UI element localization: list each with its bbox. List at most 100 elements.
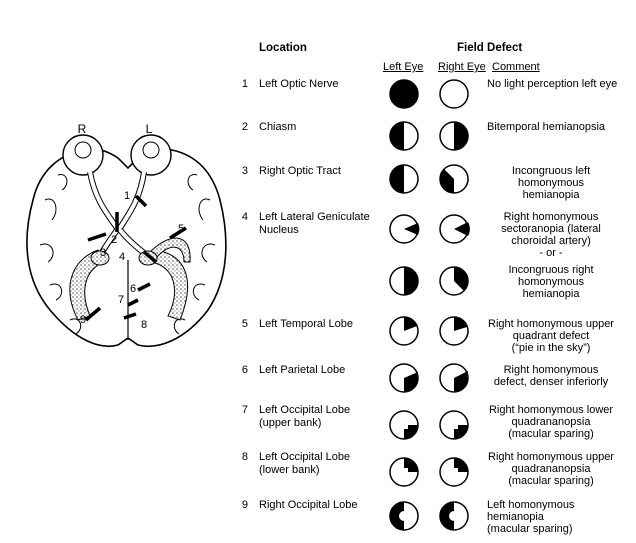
right-eye-field-5 [454, 317, 467, 331]
marker-9: 9 [80, 314, 86, 326]
comment-text: homonymous [517, 177, 585, 189]
comment-text: Left homonymous [487, 499, 575, 511]
comment-text: Right homonymous upper [488, 318, 614, 330]
marker-2: 2 [111, 234, 117, 246]
left-eye-field-3 [390, 165, 404, 193]
comment-text: Right homonymous lower [488, 404, 614, 416]
right-eye-field-8 [454, 458, 468, 472]
left-eye-field-1 [389, 79, 419, 109]
location-label: Left Parietal Lobe [259, 364, 346, 376]
marker-4: 4 [119, 251, 125, 263]
right-eye-field-4b [454, 266, 469, 291]
comment-text: (macular sparing) [487, 523, 573, 535]
location-label: Left Temporal Lobe [259, 318, 353, 330]
comment-text: hemianopia [522, 288, 580, 300]
right-eye-field-4 [454, 222, 470, 236]
comment-text: Bitemporal hemianopsia [487, 121, 606, 133]
field-row-9 [389, 501, 469, 531]
comment-text: choroidal artery) [511, 235, 591, 247]
left-eye-header: Left Eye [383, 61, 424, 73]
location-label: Right Occipital Lobe [259, 499, 358, 511]
field-row-4 [389, 214, 470, 244]
optic-radiation-left [151, 249, 188, 321]
comment-text: hemianopia [487, 511, 544, 523]
comment-text: (“pie in the sky”) [511, 342, 591, 354]
row-number: 4 [241, 211, 248, 223]
comment-text: Incongruous right [508, 264, 594, 276]
row-number: 8 [241, 451, 248, 463]
right-eye-field-9 [440, 502, 454, 530]
comment-text: hemianopia [522, 189, 580, 201]
left-eye-field-8 [404, 458, 418, 472]
comment-text: homonymous [517, 276, 585, 288]
field-row-7 [389, 410, 469, 440]
left-eye-field-4b [404, 267, 418, 295]
marker-1: 1 [124, 190, 130, 202]
comment-text: quadrant defect [512, 330, 590, 342]
left-eye-field-6 [404, 372, 418, 392]
comment-text: No light perception left eye [487, 78, 618, 90]
row-number: 7 [241, 404, 248, 416]
comment-text: quadrananopsia [511, 416, 591, 428]
comment-header: Comment [492, 61, 540, 73]
left-eye-field-5 [404, 317, 417, 331]
location-label: Left Optic Nerve [259, 78, 339, 90]
optic-radiation-right [69, 249, 105, 321]
field-row-2 [389, 121, 469, 151]
comment-text: sectoranopia (lateral [501, 223, 601, 235]
label-l: L [146, 122, 153, 136]
row-number: 5 [241, 318, 248, 330]
location-label: Chiasm [259, 121, 297, 133]
left-eye-field-2 [390, 122, 404, 150]
marker-6: 6 [130, 283, 136, 295]
field-row-5 [389, 316, 469, 346]
field-row-4b [389, 266, 469, 296]
field-defect-header: Field Defect [457, 42, 523, 54]
marker-3: 3 [100, 247, 106, 259]
right-eye-header: Right Eye [438, 61, 486, 73]
comment-text: Right homonymous upper [488, 451, 614, 463]
comment-text: (macular sparing) [508, 428, 594, 440]
marker-8: 8 [141, 319, 147, 331]
comment-text: quadrananopsia [511, 463, 591, 475]
left-eye-field-4 [404, 223, 420, 235]
field-row-1 [389, 79, 469, 109]
location-label: Left Lateral Geniculate [259, 211, 370, 223]
meyer-loop-left [149, 237, 191, 263]
right-eye-field-1 [439, 79, 469, 109]
comment-text: (macular sparing) [508, 475, 594, 487]
location-header: Location [259, 42, 307, 54]
right-eye-field-6 [454, 371, 468, 392]
row-number: 2 [241, 121, 248, 133]
gyri-right [173, 174, 216, 335]
comment-text: defect, denser inferiorly [493, 376, 609, 388]
label-r: R [78, 122, 87, 136]
field-row-6 [389, 363, 469, 393]
location-label: Right Optic Tract [259, 165, 341, 177]
lesion-markers [84, 194, 187, 322]
marker-7: 7 [118, 294, 124, 306]
lgn-right [90, 250, 110, 266]
row-number: 6 [241, 364, 248, 376]
left-eye-field-9 [390, 502, 404, 530]
location-label: (upper bank) [259, 417, 322, 429]
marker-numbers: 1 2 3 4 5 6 7 8 9 [80, 190, 184, 331]
row-number: 1 [241, 78, 248, 90]
row-number: 3 [241, 165, 248, 177]
right-eye-field-2 [454, 122, 468, 150]
location-label: Nucleus [259, 224, 299, 236]
location-label: (lower bank) [259, 464, 320, 476]
comment-text: - or - [539, 247, 563, 259]
comment-text: Right homonymous [503, 211, 599, 223]
location-label: Left Occipital Lobe [259, 404, 351, 416]
lgn-left [138, 250, 158, 266]
gyri-left [39, 174, 82, 335]
comment-text: Incongruous left [511, 165, 591, 177]
marker-5: 5 [178, 223, 184, 235]
row-number: 9 [241, 499, 248, 511]
field-row-8 [389, 457, 469, 487]
right-eye-field-7 [454, 425, 468, 439]
left-eye-field-7 [404, 425, 418, 439]
